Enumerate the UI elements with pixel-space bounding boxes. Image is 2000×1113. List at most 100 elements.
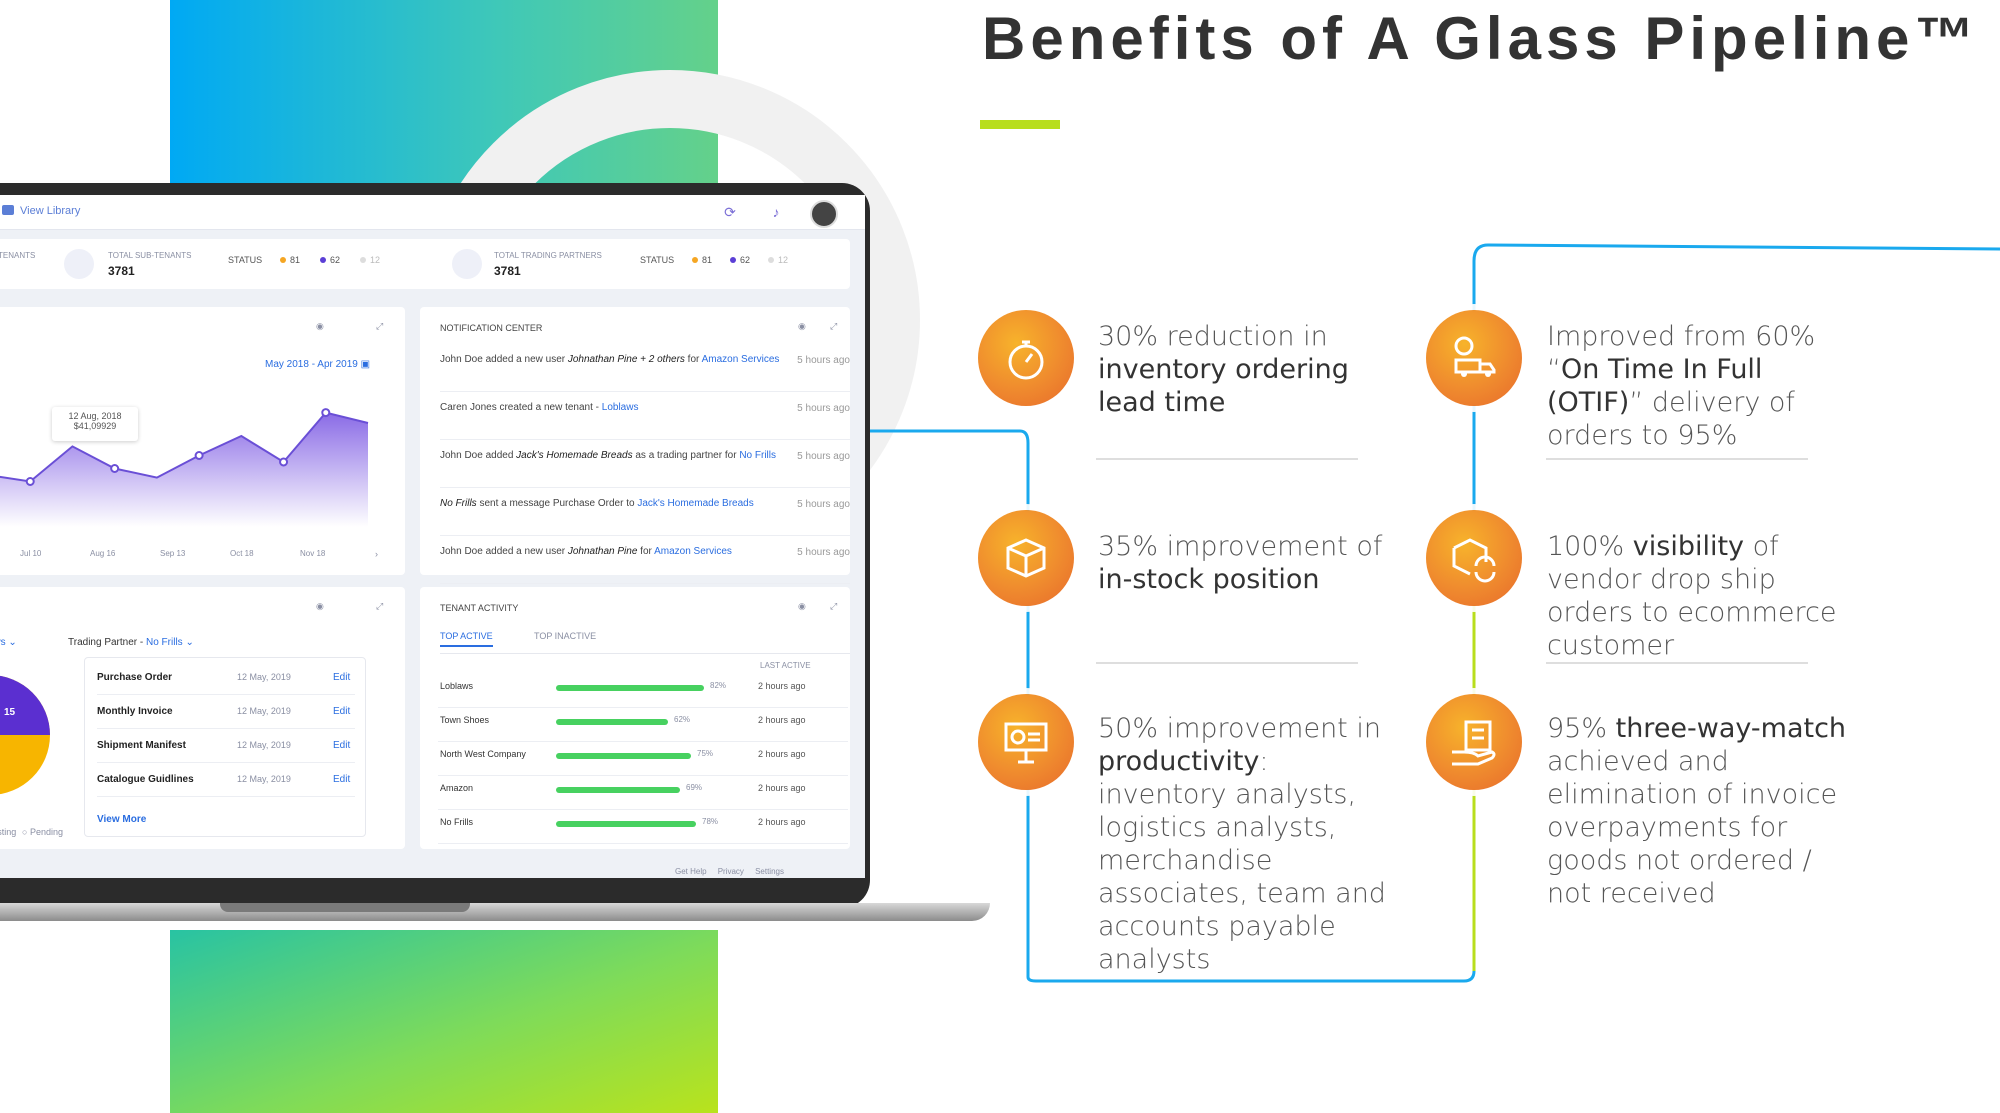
tenant-filter[interactable]: blaws ⌄ (0, 637, 17, 648)
notif-text-part: sent a message Purchase Order to (476, 498, 638, 509)
edit-link[interactable]: Edit (333, 672, 351, 683)
tenant-name: Loblaws (440, 681, 474, 691)
chart-line (0, 411, 369, 483)
activity-progress-bar (556, 787, 680, 793)
presentation-chart-icon (1004, 722, 1048, 764)
trading-partner-filter[interactable]: Trading Partner - No Frills ⌄ (68, 637, 194, 648)
footer-links: Get Help Privacy Settings (675, 867, 784, 876)
area-chart (0, 408, 369, 527)
last-active-header: LAST ACTIVE (760, 661, 811, 670)
calendar-icon: ▣ (360, 359, 371, 370)
benefit-text-pre: 50% improvement in (1098, 713, 1381, 744)
benefit-text-pre: 95% (1547, 713, 1616, 744)
chart-point[interactable] (194, 451, 204, 460)
eye-icon[interactable]: ◉ (316, 601, 324, 611)
tenant-activity-card: TENANT ACTIVITY ◉ ⤢ TOP ACTIVE TOP INACT… (420, 587, 850, 849)
edit-link[interactable]: Edit (333, 706, 351, 717)
eye-icon[interactable]: ◉ (316, 321, 324, 331)
chart-tooltip: 12 Aug, 2018 $41,09929 (52, 407, 138, 441)
notification-item[interactable]: No Frills sent a message Purchase Order … (440, 487, 850, 536)
status-pie-chart (0, 675, 50, 795)
benefit-icon-circle (1426, 310, 1522, 406)
benefit-icon-circle (1426, 510, 1522, 606)
chart-point[interactable] (25, 477, 35, 486)
notif-link-object: No Frills (739, 450, 776, 461)
x-tick-label: Aug 16 (90, 549, 116, 558)
laptop-notch (220, 903, 470, 912)
x-tick-label: Nov 18 (300, 549, 326, 558)
benefit-text: 35% improvement of in-stock position (1098, 530, 1398, 596)
edit-link[interactable]: Edit (333, 740, 351, 751)
bell-icon[interactable]: ♪ (772, 204, 780, 220)
chevron-right-icon[interactable]: › (375, 549, 378, 559)
footer-link-settings[interactable]: Settings (755, 867, 784, 876)
notification-time: 5 hours ago (797, 547, 850, 558)
notification-item[interactable]: John Doe added a new user Johnathan Pine… (440, 535, 850, 584)
benefit-text-highlight: productivity (1098, 746, 1260, 777)
activity-progress-bar (556, 753, 691, 759)
notif-link-object: Loblaws (601, 402, 639, 413)
activity-percent: 69% (686, 783, 703, 792)
x-tick-label: Oct 18 (230, 549, 254, 558)
activity-progress-bar (556, 685, 704, 691)
status-count-purple: 62 (320, 255, 340, 265)
date-range[interactable]: May 2018 - Apr 2019 ▣ (265, 359, 370, 370)
footer-link-privacy[interactable]: Privacy (717, 867, 744, 876)
benefit-text-pre: 100% (1547, 531, 1633, 562)
notification-item[interactable]: John Doe added a new user Johnathan Pine… (440, 343, 850, 392)
notification-text: John Doe added a new user Johnathan Pine… (440, 545, 780, 558)
chart-point[interactable] (321, 408, 331, 418)
benefit-icon-circle (978, 310, 1074, 406)
notif-link-object: Amazon Services (654, 546, 732, 557)
notif-text-part: Caren Jones created a new tenant - (440, 402, 602, 413)
document-name: Purchase Order (97, 672, 173, 683)
legend-pending-label: Pending (29, 827, 63, 837)
document-name: Monthly Invoice (97, 706, 173, 717)
notification-text: John Doe added a new user Johnathan Pine… (440, 353, 780, 366)
benefit-text-post: achieved and elimination of invoice over… (1547, 746, 1838, 909)
chart-point[interactable] (110, 464, 120, 473)
notification-time: 5 hours ago (797, 403, 850, 414)
view-library-link[interactable]: View Library (20, 205, 81, 217)
chevron-down-icon: ⌄ (8, 637, 17, 648)
stat-partners-value: 3781 (494, 264, 521, 278)
laptop-screen: View Library ⟳ ♪ TENANTS TOTAL SUB-TENAN… (0, 195, 865, 878)
activity-percent: 62% (674, 715, 691, 724)
eye-icon[interactable]: ◉ (798, 601, 806, 611)
eye-icon[interactable]: ◉ (798, 321, 806, 331)
expand-icon[interactable]: ⤢ (376, 601, 384, 611)
tab-top-inactive[interactable]: TOP INACTIVE (534, 631, 597, 641)
laptop-base (0, 903, 990, 921)
tooltip-value: $41,09929 (73, 421, 117, 431)
benefit-text-highlight: On Time In Full (OTIF) (1547, 354, 1763, 418)
footer-link-help[interactable]: Get Help (675, 867, 707, 876)
notif-text-part: as a trading partner for (632, 450, 740, 461)
legend-testing: ■ Testing (0, 827, 16, 837)
package-icon (1006, 538, 1046, 578)
edit-link[interactable]: Edit (333, 774, 351, 785)
x-tick-label: Sep 13 (160, 549, 186, 558)
benefit-separator (1096, 662, 1358, 664)
benefit-separator (1546, 662, 1808, 664)
view-more-link[interactable]: View More (97, 814, 147, 825)
expand-icon[interactable]: ⤢ (830, 321, 838, 331)
status-count-orange: 81 (692, 255, 712, 265)
chart-point[interactable] (279, 457, 289, 467)
last-active-time: 2 hours ago (758, 715, 806, 725)
notification-time: 5 hours ago (797, 499, 850, 510)
tab-top-active[interactable]: TOP ACTIVE (440, 631, 493, 647)
notification-time: 5 hours ago (797, 451, 850, 462)
avatar[interactable] (810, 200, 838, 228)
expand-icon[interactable]: ⤢ (830, 601, 838, 611)
notification-item[interactable]: Caren Jones created a new tenant - Lobla… (440, 391, 850, 440)
expand-icon[interactable]: ⤢ (376, 321, 384, 331)
benefit-text-post: of vendor drop ship orders to ecommerce … (1547, 531, 1837, 661)
history-icon[interactable]: ⟳ (724, 204, 736, 220)
notification-item[interactable]: John Doe added Jack's Homemade Breads as… (440, 439, 850, 488)
